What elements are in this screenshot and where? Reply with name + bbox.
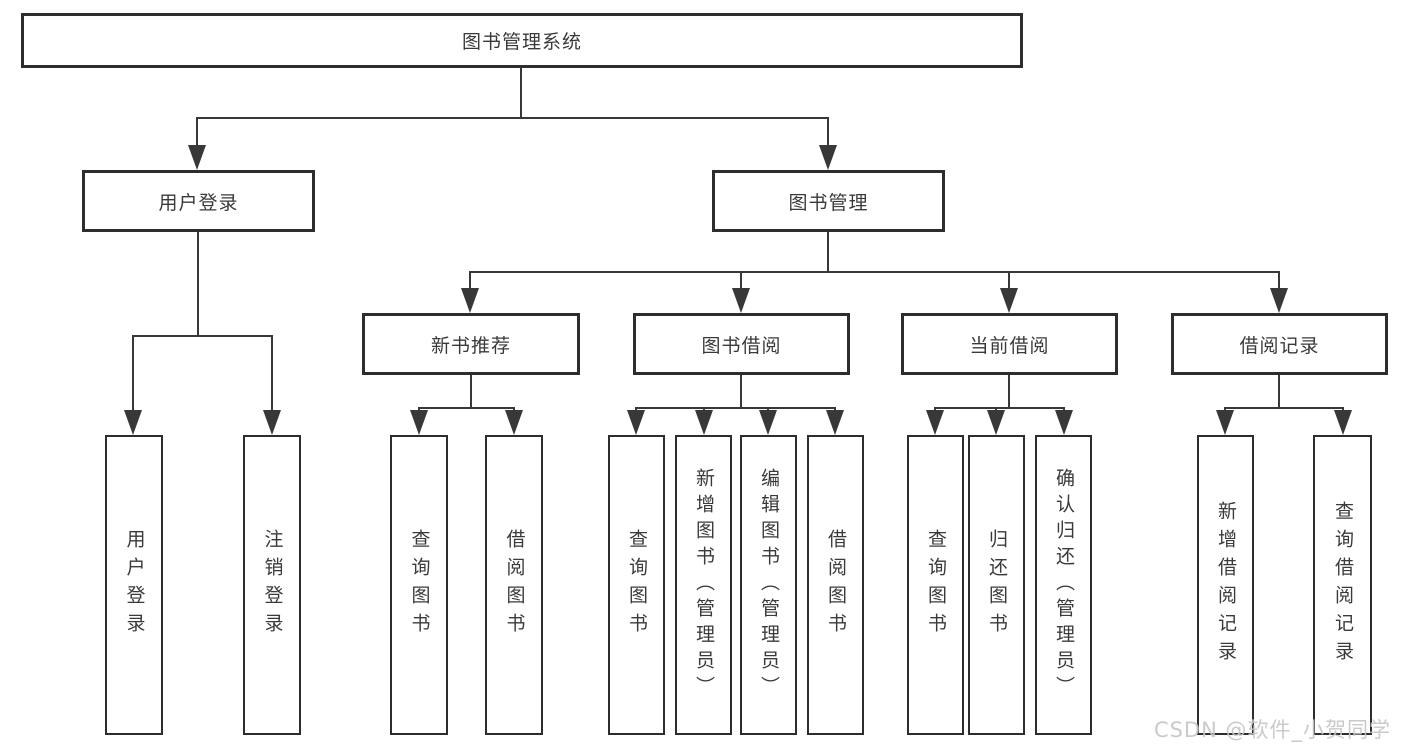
arrow-down-icon xyxy=(263,410,281,435)
arrow-down-icon xyxy=(1216,410,1234,435)
connector-line xyxy=(132,335,134,412)
leaf-borrow-books-newbook: 借阅图书 xyxy=(485,435,543,735)
arrow-down-icon xyxy=(826,410,844,435)
connector-line xyxy=(1224,407,1344,409)
leaf-query-books-current: 查询图书 xyxy=(907,435,964,735)
arrow-down-icon xyxy=(1334,410,1352,435)
connector-line xyxy=(197,232,199,337)
leaf-edit-book-admin: 编辑图书（管理员） xyxy=(740,435,797,735)
arrow-down-icon xyxy=(1055,410,1073,435)
connector-line xyxy=(1008,375,1010,409)
leaf-query-books-borrowing: 查询图书 xyxy=(608,435,665,735)
connector-line xyxy=(469,271,471,290)
arrow-down-icon xyxy=(987,410,1005,435)
leaf-user-login: 用户登录 xyxy=(105,435,163,735)
connector-line xyxy=(1278,375,1280,409)
arrow-down-icon xyxy=(505,410,523,435)
arrow-down-icon xyxy=(732,288,750,313)
connector-line xyxy=(196,117,829,119)
arrow-down-icon xyxy=(188,145,206,170)
arrow-down-icon xyxy=(695,410,713,435)
connector-line xyxy=(520,68,522,119)
leaf-query-books-newbook: 查询图书 xyxy=(390,435,448,735)
arrow-down-icon xyxy=(627,410,645,435)
leaf-query-borrow-record: 查询借阅记录 xyxy=(1313,435,1372,735)
connector-line xyxy=(827,232,829,273)
connector-line xyxy=(635,407,836,409)
connector-line xyxy=(1008,271,1010,290)
node-current-borrowing: 当前借阅 xyxy=(901,313,1118,375)
node-book-borrowing: 图书借阅 xyxy=(633,313,850,375)
arrow-down-icon xyxy=(410,410,428,435)
leaf-return-book: 归还图书 xyxy=(968,435,1025,735)
arrow-down-icon xyxy=(1000,288,1018,313)
connector-line xyxy=(418,407,515,409)
leaf-confirm-return-admin: 确认归还（管理员） xyxy=(1035,435,1092,735)
watermark: CSDN @软件_小贺同学 xyxy=(1153,718,1391,742)
leaf-logout: 注销登录 xyxy=(243,435,301,735)
connector-line xyxy=(827,117,829,148)
node-borrowing-records: 借阅记录 xyxy=(1171,313,1388,375)
arrow-down-icon xyxy=(124,410,142,435)
leaf-borrow-books-borrowing: 借阅图书 xyxy=(807,435,864,735)
connector-line xyxy=(196,117,198,148)
leaf-add-borrow-record: 新增借阅记录 xyxy=(1197,435,1254,735)
connector-line xyxy=(1278,271,1280,290)
connector-line xyxy=(132,335,273,337)
node-book-management: 图书管理 xyxy=(712,170,945,232)
arrow-down-icon xyxy=(1270,288,1288,313)
arrow-down-icon xyxy=(926,410,944,435)
connector-line xyxy=(740,375,742,409)
arrow-down-icon xyxy=(759,410,777,435)
node-user-login: 用户登录 xyxy=(82,170,315,232)
node-library-system: 图书管理系统 xyxy=(21,13,1023,68)
arrow-down-icon xyxy=(819,145,837,170)
connector-line xyxy=(469,271,1280,273)
leaf-add-book-admin: 新增图书（管理员） xyxy=(675,435,732,735)
node-new-book-recommend: 新书推荐 xyxy=(362,313,580,375)
arrow-down-icon xyxy=(461,288,479,313)
connector-line xyxy=(934,407,1065,409)
connector-line xyxy=(470,375,472,409)
connector-line xyxy=(271,335,273,412)
connector-line xyxy=(740,271,742,290)
